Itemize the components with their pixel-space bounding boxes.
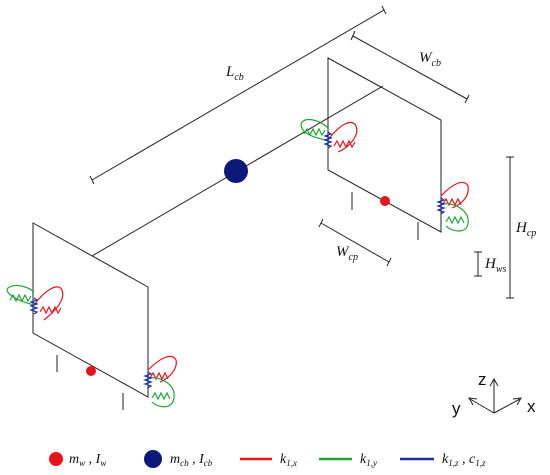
legend-kz-text: k1,z , c1,z: [442, 452, 486, 468]
dim-line-Hcp: [506, 156, 514, 299]
label-Hws: Hws: [484, 256, 507, 275]
spring-y-coil: [445, 215, 465, 225]
wheel-mass-rear: [380, 196, 390, 206]
spring-x-coil: [149, 371, 169, 381]
dim-line-Hws: [474, 251, 482, 277]
legend-carbody-marker: [144, 450, 162, 468]
spring-x-loop: [33, 286, 64, 321]
spring-z-coil: [436, 197, 446, 215]
legend-kx-text: k1,x: [280, 452, 297, 468]
label-Wcp: Wcp: [336, 244, 358, 263]
coordinate-axes: z y x: [452, 370, 536, 418]
front-plate: [32, 222, 149, 410]
spring-x-loop: [327, 121, 358, 153]
dim-line-Wcb: [350, 30, 470, 104]
spring-x-coil: [333, 139, 356, 149]
spring-y-loop: [300, 118, 329, 141]
spring-y-loop: [147, 377, 175, 408]
spring-set-front-left: [6, 284, 64, 321]
spring-x-coil: [39, 305, 62, 315]
dim-line-Lcb: [89, 5, 387, 185]
spring-z-coil: [323, 131, 333, 149]
spring-set-rear-left: [300, 118, 358, 153]
spring-x-coil: [442, 197, 462, 207]
legend-carbody-text: mcb , Icb: [170, 452, 213, 468]
spring-set-front-right: [143, 355, 177, 408]
dim-line-Wcp: [318, 218, 392, 267]
spring-x-loop: [147, 355, 177, 383]
legend-wheel-marker: [49, 452, 63, 466]
axis-x-label: x: [527, 397, 536, 416]
axis-y-label: y: [452, 399, 461, 418]
spring-y-loop: [440, 203, 469, 232]
label-Lcb: Lcb: [225, 64, 244, 83]
axis-z-label: z: [478, 370, 487, 389]
label-Wcb: Wcb: [419, 50, 441, 69]
legend-wheel-text: mw , Iw: [69, 452, 106, 468]
spring-y-loop: [6, 284, 35, 306]
spring-z-coil: [143, 371, 153, 389]
spring-y-coil: [9, 293, 32, 303]
legend-ky-text: k1,y: [360, 452, 377, 468]
spring-y-coil: [151, 391, 171, 401]
rear-plate: [327, 57, 442, 240]
label-Hcp: Hcp: [515, 220, 536, 239]
spring-y-coil: [303, 127, 326, 137]
wheel-mass-front: [86, 366, 96, 376]
carbody-mass: [224, 159, 248, 183]
spring-z-coil: [29, 297, 39, 315]
legend: mw , Iw mcb , Icb k1,x k1,y k1,z , c1,z: [49, 450, 486, 468]
spring-set-rear-right: [436, 181, 469, 232]
